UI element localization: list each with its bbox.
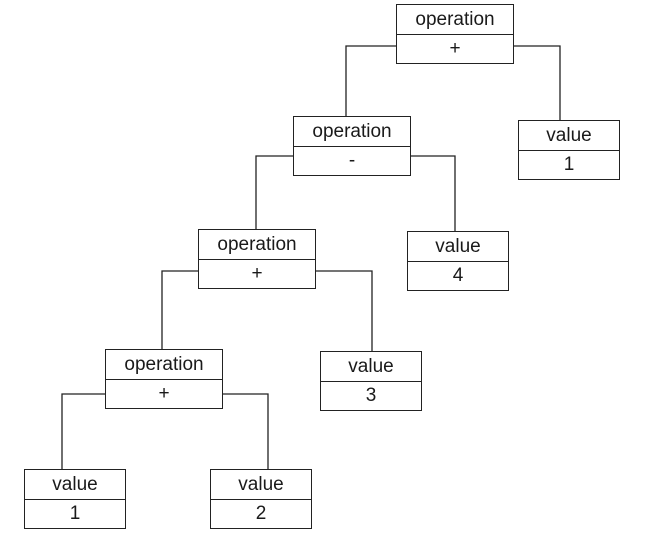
- node-kind-label: operation: [124, 353, 204, 375]
- node-operator: +: [397, 33, 513, 64]
- node-kind-label: value: [348, 355, 394, 377]
- edge-minus-value-4: [411, 155, 456, 231]
- value-node-2: value 2: [210, 469, 312, 529]
- node-operator: +: [106, 378, 222, 409]
- node-operator: +: [199, 258, 315, 289]
- value-node-4: value 4: [407, 231, 509, 291]
- node-value: 1: [25, 498, 125, 529]
- node-kind-label: operation: [415, 8, 495, 30]
- value-node-top-1: value 1: [518, 120, 620, 180]
- node-value: 3: [321, 380, 421, 411]
- node-kind-label: value: [546, 124, 592, 146]
- node-value: 4: [408, 260, 508, 291]
- node-value: 2: [211, 498, 311, 529]
- edge-root-value-1: [514, 45, 561, 120]
- node-value: 1: [519, 149, 619, 180]
- node-kind-label: value: [52, 473, 98, 495]
- edge-minus-plus: [255, 155, 293, 229]
- node-kind-label: operation: [217, 233, 297, 255]
- edge-plus-value-3: [316, 270, 373, 351]
- node-kind-label: value: [435, 235, 481, 257]
- operation-node-root: operation +: [396, 4, 514, 64]
- edge-plus-value-2: [223, 393, 269, 469]
- operation-node-plus-bottom: operation +: [105, 349, 223, 409]
- node-kind-label: value: [238, 473, 284, 495]
- node-operator: -: [294, 145, 410, 176]
- edge-plus-plus: [161, 270, 198, 349]
- edge-plus-value-1: [61, 393, 105, 469]
- value-node-1: value 1: [24, 469, 126, 529]
- value-node-3: value 3: [320, 351, 422, 411]
- operation-node-minus: operation -: [293, 116, 411, 176]
- operation-node-plus-middle: operation +: [198, 229, 316, 289]
- node-kind-label: operation: [312, 120, 392, 142]
- edge-root-minus: [345, 45, 396, 116]
